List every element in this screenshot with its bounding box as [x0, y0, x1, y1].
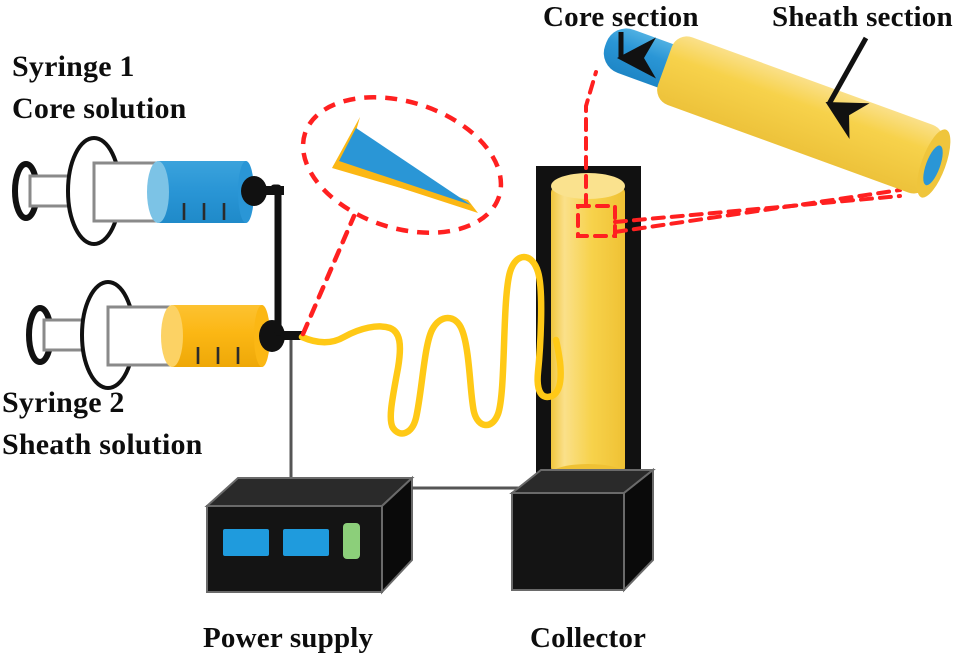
syringe-core-assembly — [12, 136, 284, 246]
syringe-core-graduations — [182, 203, 226, 220]
taylor-cone-sheath-lower — [333, 160, 478, 213]
syringe-sheath-assembly — [26, 280, 302, 390]
syringe-core-fluid — [158, 161, 246, 223]
polymer-jet-path — [298, 253, 564, 437]
coaxial-tubing — [270, 184, 304, 340]
collector-drum-body — [551, 185, 625, 475]
collector-base-front-face — [511, 492, 625, 591]
syringe1-label-line2: Core solution — [12, 92, 187, 125]
fiber-end-face-core — [923, 145, 943, 186]
syringe-core-fluid-meniscus — [147, 161, 169, 223]
fiber-callout-leader-lower-2 — [613, 188, 902, 234]
syringe-sheath-fluid-meniscus — [161, 305, 183, 367]
power-supply-display-1[interactable] — [223, 529, 269, 556]
syringe1-label-line1: Syringe 1 — [12, 50, 135, 83]
power-supply-top-face — [204, 477, 415, 507]
power-supply-unit — [204, 475, 415, 595]
power-supply-display-2[interactable] — [283, 529, 329, 556]
fiber-callout-source-box — [576, 204, 617, 238]
collector-assembly — [509, 166, 656, 593]
core-section-label: Core section — [543, 1, 699, 33]
sheath-section-label: Sheath section — [772, 1, 953, 33]
syringe2-label-line1: Syringe 2 — [2, 386, 125, 419]
taylor-cone-inset — [286, 74, 519, 337]
syringe-core-hub — [241, 176, 267, 206]
taylor-cone-core — [339, 128, 471, 205]
syringe-sheath-graduations — [196, 347, 240, 364]
fiber-callout-leader-upper — [584, 70, 598, 208]
taylor-cone-leader-line — [300, 213, 357, 337]
fiber-callout-leader-lower — [613, 194, 902, 224]
collector-label: Collector — [530, 622, 647, 654]
sheath-section-arrow — [825, 36, 870, 139]
fiber-callout-lines — [576, 70, 902, 238]
power-supply-label: Power supply — [203, 622, 374, 654]
taylor-cone-callout-ellipse[interactable] — [286, 74, 519, 257]
fiber-sheath-body — [657, 36, 944, 194]
syringe2-label-line2: Sheath solution — [2, 428, 203, 461]
power-supply-indicator-led[interactable] — [343, 523, 360, 559]
core-sheath-fiber-magnified — [603, 28, 951, 198]
